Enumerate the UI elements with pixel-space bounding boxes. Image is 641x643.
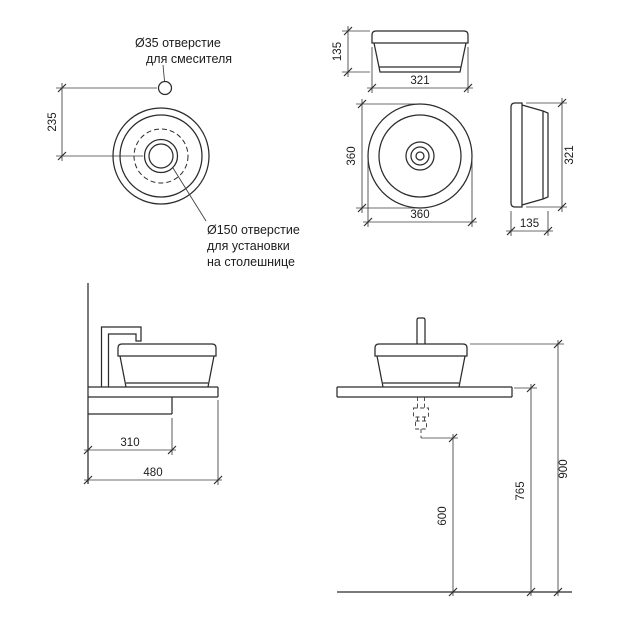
dimension-ticks [506,98,567,236]
sink-rim-outline [374,343,468,357]
dimension-lines [84,400,222,485]
dimension-ticks [357,99,477,227]
dim-plan-diameter-vertical: 360 [346,146,358,165]
dimension-lines [421,340,564,596]
installation-side-view: 310 480 [83,283,223,485]
dim-side-width: 321 [410,75,429,87]
faucet-outline [416,317,426,344]
bracket-outline [88,397,173,415]
dim-profile-depth: 135 [520,218,539,230]
sink-body-outline [119,355,215,388]
drain-center-circle [415,151,425,161]
dim-counter-depth: 480 [143,467,162,479]
bowl-body-outline [373,42,467,73]
side-view: 135 321 [332,26,473,93]
sink-outer-circle [367,103,473,209]
drain-inner-circle [148,143,174,169]
faucet-hole-leader-line [162,64,165,82]
dimension-lines [56,83,157,161]
dim-faucet-offset: 235 [47,112,59,131]
bowl-rim-outline [510,102,523,208]
sink-body-outline [376,355,466,388]
plan-view: 360 360 [346,99,477,227]
drain-fitting-upper [413,407,429,418]
drain-inner-circle [410,146,430,166]
dim-side-height: 135 [332,42,344,61]
dim-total-height: 900 [558,459,570,478]
mount-hole-leader-line [172,167,207,222]
drain-pipe-hidden-lines [417,397,425,438]
drain-outer-circle [405,141,435,171]
dimension-ticks [83,445,223,485]
dimension-ticks [343,26,473,93]
faucet-outline [100,326,142,387]
installation-front-view: 600 765 900 [336,317,572,597]
dim-counter-height: 765 [515,481,527,500]
sink-rim-outline [117,343,217,357]
dimension-ticks [448,339,563,597]
drain-outer-circle [143,138,179,174]
countertop-outline [336,386,513,398]
faucet-hole-circle [157,80,173,96]
sink-rim-circle [378,114,462,198]
bowl-body-outline [521,104,549,206]
mount-hole-note-line1: Ø150 отверстие [207,223,300,237]
faucet-hole-note-line2: для смесителя [146,52,232,66]
bowl-rim-outline [371,30,469,44]
countertop-outline [88,386,219,398]
dimension-lines [506,98,567,236]
drain-fitting-lower [415,420,427,430]
dimension-lines [356,99,477,227]
faucet-hole-note-line1: Ø35 отверстие [135,36,221,50]
dimension-lines [342,26,473,93]
mount-hole-note-line3: на столешнице [207,255,295,269]
dimension-ticks [57,83,67,161]
dim-drain-height: 600 [437,506,449,525]
top-view: 235 Ø35 отверстие для смесителя Ø150 отв… [47,36,300,269]
dim-plan-diameter-horizontal: 360 [410,209,429,221]
profile-view: 321 135 [506,98,576,236]
mount-hole-note-line2: для установки [207,239,290,253]
dim-bracket-depth: 310 [120,437,139,449]
dim-profile-height: 321 [564,145,576,164]
